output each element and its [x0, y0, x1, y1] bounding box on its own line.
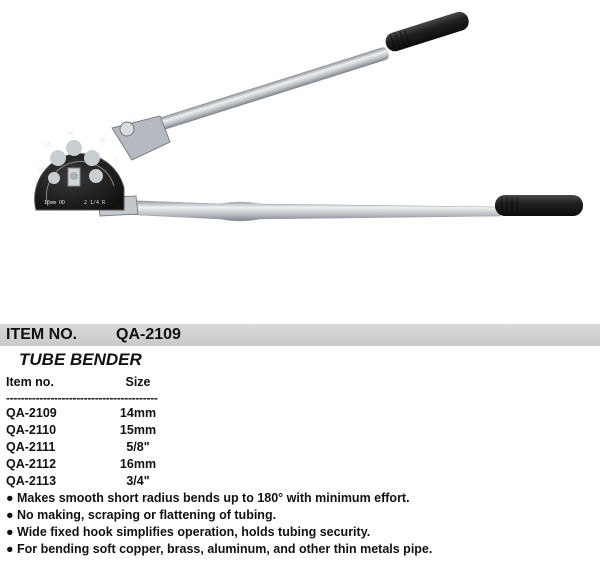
- table-row: QA-2111 5/8": [6, 439, 158, 456]
- product-title: TUBE BENDER: [19, 350, 142, 369]
- row-size: 14mm: [119, 406, 157, 420]
- spec-table: Item no. Size --------------------------…: [6, 374, 158, 490]
- row-item-no: QA-2112: [6, 457, 57, 471]
- table-row: QA-2113 3/4": [6, 473, 158, 490]
- row-size: 3/4": [126, 474, 150, 488]
- row-size: 16mm: [119, 457, 157, 471]
- item-number-bar: ITEM NO. QA-2109: [0, 324, 600, 346]
- upper-handle: [149, 47, 389, 133]
- item-number-value: QA-2109: [116, 326, 181, 343]
- feature-list: ● Makes smooth short radius bends up to …: [6, 490, 432, 558]
- row-size: 15mm: [119, 423, 157, 437]
- table-row: QA-2112 16mm: [6, 456, 158, 473]
- header-size: Size: [125, 375, 151, 389]
- row-item-no: QA-2113: [6, 474, 57, 488]
- bending-die: 16mm OD 2 1/4 R 180 135 90 45 0: [34, 131, 125, 211]
- header-item-no: Item no.: [6, 375, 54, 389]
- lower-handle: [117, 199, 501, 222]
- die-scale-45: 45: [100, 138, 106, 143]
- feature-item: ● No making, scraping or flattening of t…: [6, 508, 277, 522]
- feature-item: ● For bending soft copper, brass, alumin…: [6, 542, 433, 556]
- table-divider: ----------------------------------------…: [6, 391, 158, 405]
- die-marking-right: 2 1/4 R: [84, 200, 106, 206]
- row-size: 5/8": [126, 440, 150, 454]
- row-item-no: QA-2110: [6, 423, 57, 437]
- table-row: QA-2110 15mm: [6, 422, 158, 439]
- feature-item: ● Makes smooth short radius bends up to …: [6, 491, 410, 505]
- table-header: Item no. Size: [6, 374, 158, 391]
- die-scale-135: 135: [44, 142, 52, 147]
- row-item-no: QA-2109: [6, 406, 57, 420]
- die-scale-0: 0: [114, 158, 117, 163]
- table-row: QA-2109 14mm: [6, 405, 158, 422]
- feature-item: ● Wide fixed hook simplifies operation, …: [6, 525, 371, 539]
- die-marking-left: 16mm OD: [44, 200, 65, 206]
- die-scale-180: 180: [38, 166, 46, 171]
- upper-grip: [385, 11, 469, 52]
- die-scale-90: 90: [68, 131, 74, 136]
- lower-grip: [495, 195, 583, 216]
- product-image: 16mm OD 2 1/4 R 180 135 90 45 0: [34, 11, 583, 222]
- row-item-no: QA-2111: [6, 440, 56, 454]
- item-number-label: ITEM NO.: [6, 326, 78, 343]
